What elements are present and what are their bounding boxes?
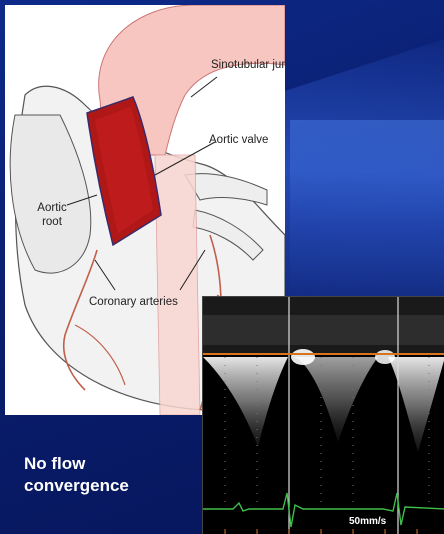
slide-caption: No flow convergence [24, 453, 204, 497]
velocity-peak-1 [291, 349, 315, 365]
label-aortic-root: Aortic root [31, 201, 73, 229]
doppler-spectral-image: 50mm/s [202, 296, 444, 534]
ecg-trace [203, 493, 444, 527]
background-glow-secondary [290, 120, 444, 300]
caption-line-1: No flow [24, 454, 85, 473]
spectral-envelope-1 [203, 357, 288, 447]
doppler-trace [203, 297, 444, 534]
label-aortic-valve: Aortic valve [209, 133, 268, 147]
label-coronary-arteries: Coronary arteries [89, 295, 178, 309]
spectral-envelope-3 [388, 357, 444, 452]
sweep-speed-label: 50mm/s [349, 516, 386, 527]
descending-aorta [155, 155, 200, 415]
spectral-envelope-2 [295, 357, 378, 442]
velocity-peak-2 [375, 350, 395, 364]
label-sinotubular-junction: Sinotubular junction [211, 58, 285, 72]
time-ticks [225, 529, 417, 534]
caption-line-2: convergence [24, 476, 129, 495]
doppler-noise [203, 315, 444, 345]
